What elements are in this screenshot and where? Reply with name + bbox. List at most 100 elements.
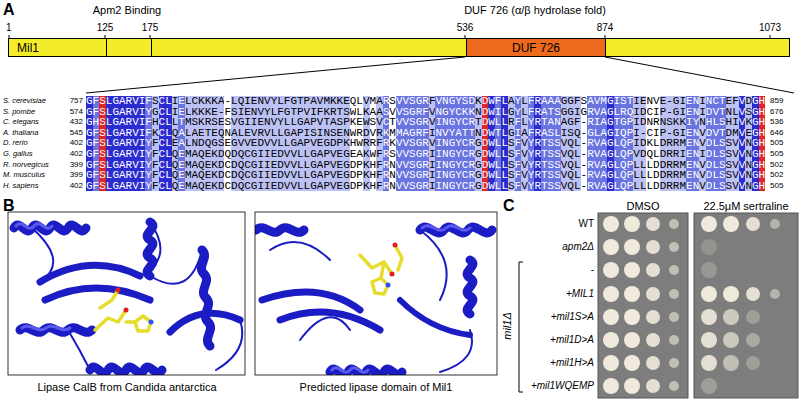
residue: I: [515, 128, 522, 139]
residue: R: [126, 117, 133, 128]
residue: L: [106, 128, 113, 139]
yeast-spot: [646, 240, 660, 254]
residue: L: [646, 160, 653, 171]
residue: S: [231, 107, 238, 118]
residue: L: [238, 128, 245, 139]
residue: V: [732, 181, 739, 192]
residue: S: [99, 160, 106, 171]
residue: V: [310, 138, 317, 149]
residue: S: [719, 170, 726, 181]
agar-plate: [598, 213, 688, 398]
residue: K: [211, 160, 218, 171]
residue: S: [719, 181, 726, 192]
residue: L: [356, 96, 363, 107]
residue: L: [712, 138, 719, 149]
residue: E: [350, 149, 357, 160]
residue: D: [350, 181, 357, 192]
residue: G: [112, 160, 119, 171]
residue: V: [699, 170, 706, 181]
residue: C: [159, 117, 166, 128]
residue: A: [178, 128, 185, 139]
residue: P: [323, 149, 330, 160]
residue: R: [666, 170, 673, 181]
residue-number: 646: [770, 128, 783, 139]
residue: N: [693, 107, 700, 118]
residue: P: [660, 107, 667, 118]
residue: A: [192, 181, 199, 192]
residue: I: [429, 149, 436, 160]
residue: E: [257, 117, 264, 128]
residue: L: [732, 107, 739, 118]
residue: R: [126, 170, 133, 181]
residue: I: [429, 181, 436, 192]
residue: L: [501, 160, 508, 171]
residue: H: [759, 138, 766, 149]
residue: D: [482, 117, 489, 128]
residue: A: [310, 96, 317, 107]
residue: S: [508, 138, 515, 149]
yeast-spot: [746, 287, 760, 301]
residue: Y: [145, 138, 152, 149]
residue-number: 505: [770, 181, 783, 192]
residue: K: [211, 170, 218, 181]
residue: V: [739, 128, 746, 139]
residue: H: [759, 107, 766, 118]
residue: G: [112, 117, 119, 128]
residue: D: [277, 170, 284, 181]
residue: V: [132, 128, 139, 139]
residue: L: [106, 96, 113, 107]
residue-number: 402: [65, 181, 83, 192]
yeast-spot: [723, 355, 739, 371]
residue: L: [501, 149, 508, 160]
residue: N: [435, 128, 442, 139]
residue: E: [251, 138, 258, 149]
residue: G: [673, 107, 680, 118]
residue: D: [350, 170, 357, 181]
residue: F: [376, 170, 383, 181]
residue: S: [548, 149, 555, 160]
residue: T: [468, 128, 475, 139]
residue: F: [574, 96, 581, 107]
residue: H: [93, 117, 100, 128]
residue: G: [607, 138, 614, 149]
residue: L: [356, 107, 363, 118]
residue: I: [633, 107, 640, 118]
residue: A: [521, 128, 528, 139]
residue: V: [396, 149, 403, 160]
residue: F: [376, 138, 383, 149]
domain-box: DUF 726: [466, 38, 606, 57]
residue: W: [488, 149, 495, 160]
residue: G: [112, 128, 119, 139]
residue: F: [152, 160, 159, 171]
residue: L: [574, 181, 581, 192]
residue: L: [574, 149, 581, 160]
residue: F: [224, 107, 231, 118]
residue: -: [581, 160, 588, 171]
residue: I: [264, 170, 271, 181]
residue: V: [739, 107, 746, 118]
residue: E: [337, 149, 344, 160]
residue: F: [152, 181, 159, 192]
residue: V: [290, 149, 297, 160]
residue: C: [192, 96, 199, 107]
residue: E: [178, 149, 185, 160]
residue: D: [257, 138, 264, 149]
residue: N: [343, 128, 350, 139]
residue: G: [752, 138, 759, 149]
residue: M: [185, 149, 192, 160]
residue: I: [244, 117, 251, 128]
yeast-spot: [669, 335, 679, 345]
residue: S: [554, 138, 561, 149]
yeast-spot: [723, 309, 739, 325]
residue-number: 175: [138, 21, 162, 34]
residue: G: [112, 107, 119, 118]
residue: G: [86, 128, 93, 139]
residue: V: [521, 149, 528, 160]
sequence-row: GFSLGARVIYFCLQEMAQEKDCDQCGIIEDVVLLGAPVEG…: [86, 181, 765, 194]
residue: T: [541, 160, 548, 171]
residue: R: [468, 160, 475, 171]
residue: S: [99, 181, 106, 192]
residue: G: [409, 128, 416, 139]
yeast-spot: [603, 239, 619, 255]
species-name: D. rerio: [3, 138, 28, 149]
